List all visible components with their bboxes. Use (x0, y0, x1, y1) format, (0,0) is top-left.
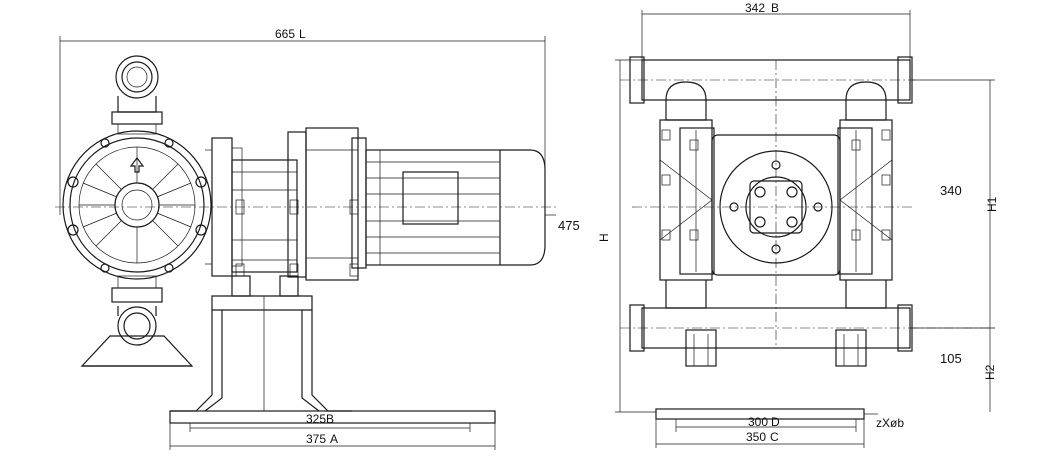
length-value: 665 (275, 27, 295, 41)
electric-motor (365, 149, 546, 266)
height-h1-symbol: H1 (985, 196, 999, 212)
hole-spec-label: zXøb (876, 416, 904, 430)
side-base-inner-symbol: D (771, 415, 780, 429)
height-h1-h2-dimension: 340 H1 105 H2 (910, 79, 999, 412)
height-h-dimension: H (597, 59, 656, 413)
top-outlet-port (111, 55, 163, 135)
side-base-plate: 300 D 350 C zXøb (655, 408, 904, 448)
side-base-outer-symbol: C (770, 430, 779, 444)
support-bracket (169, 275, 496, 424)
left-chamber (659, 119, 715, 281)
base-inner-symbol: B (326, 412, 334, 426)
base-inner-value: 325 (306, 412, 326, 426)
length-symbol: L (299, 27, 306, 41)
length-dimension: 665 L (59, 27, 546, 215)
gear-reducer (231, 127, 367, 281)
bottom-manifold (620, 280, 995, 367)
height-h2-value: 105 (940, 351, 962, 366)
height-total-value: 475 (558, 218, 580, 233)
height-h-symbol: H (597, 233, 611, 242)
base-dimensions: 325 B 375 A (169, 412, 496, 450)
height-h2-symbol: H2 (983, 364, 997, 380)
width-symbol: B (771, 1, 779, 15)
side-base-inner-value: 300 (748, 415, 768, 429)
base-outer-value: 375 (306, 432, 326, 446)
bottom-inlet-port (80, 275, 194, 367)
width-value: 342 (745, 1, 765, 15)
side-base-outer-value: 350 (746, 430, 766, 444)
top-manifold (620, 56, 915, 121)
side-view: 342 B (597, 1, 999, 448)
height-h1-value: 340 (940, 183, 962, 198)
diaphragm-housing (62, 130, 212, 280)
width-dimension: 342 B (641, 1, 911, 62)
base-outer-symbol: A (330, 432, 338, 446)
right-chamber (837, 119, 893, 281)
front-view: 665 L (55, 27, 580, 450)
